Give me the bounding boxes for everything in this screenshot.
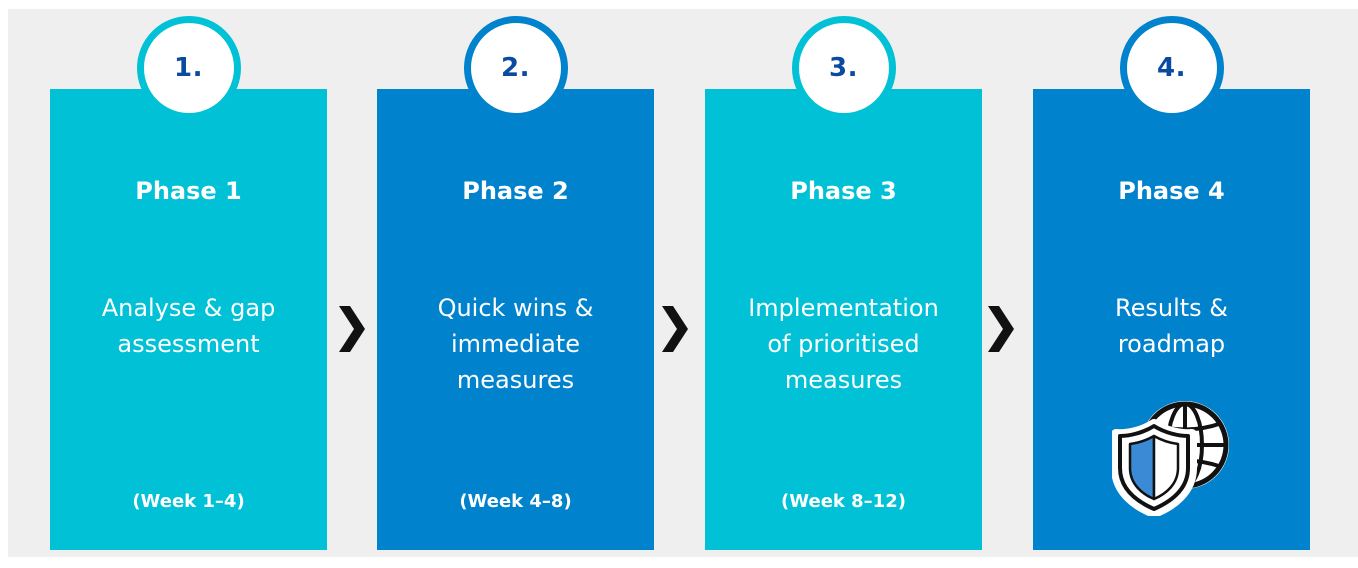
phase-card-2: 2. Phase 2 Quick wins & immediate measur… bbox=[377, 16, 654, 550]
phase-card-3: 3. Phase 3 Implementation of prioritised… bbox=[705, 16, 982, 550]
phase-week-3: (Week 8–12) bbox=[781, 491, 906, 512]
phase-number-badge-2: 2. bbox=[463, 16, 568, 120]
phase-number-badge-3: 3. bbox=[791, 16, 896, 120]
chevron-right-icon bbox=[988, 306, 1014, 352]
phase-title-2: Phase 2 bbox=[462, 177, 569, 205]
phase-number-3: 3. bbox=[829, 53, 858, 83]
phase-card-4: 4. Phase 4 Results & roadmap bbox=[1033, 16, 1310, 550]
chevron-right-icon bbox=[339, 306, 365, 352]
phase-diagram: 1. Phase 1 Analyse & gap assessment (Wee… bbox=[8, 9, 1358, 557]
phase-title-1: Phase 1 bbox=[135, 177, 242, 205]
phase-card-1: 1. Phase 1 Analyse & gap assessment (Wee… bbox=[50, 16, 327, 550]
phase-number-2: 2. bbox=[501, 53, 530, 83]
phase-week-1: (Week 1–4) bbox=[132, 491, 245, 512]
phase-title-3: Phase 3 bbox=[790, 177, 897, 205]
phase-description-2: Quick wins & immediate measures bbox=[437, 294, 594, 394]
phase-number-4: 4. bbox=[1157, 53, 1186, 83]
phase-number-1: 1. bbox=[174, 53, 203, 83]
phase-number-badge-1: 1. bbox=[136, 16, 241, 120]
globe-shield-icon bbox=[1112, 401, 1229, 516]
phase-title-4: Phase 4 bbox=[1118, 177, 1225, 205]
chevron-right-icon bbox=[662, 306, 688, 352]
phase-week-2: (Week 4–8) bbox=[459, 491, 572, 512]
phase-description-1: Analyse & gap assessment bbox=[101, 294, 276, 358]
phase-description-3: Implementation of prioritised measures bbox=[748, 294, 939, 394]
phase-number-badge-4: 4. bbox=[1119, 16, 1224, 120]
phase-description-4: Results & roadmap bbox=[1114, 294, 1228, 358]
